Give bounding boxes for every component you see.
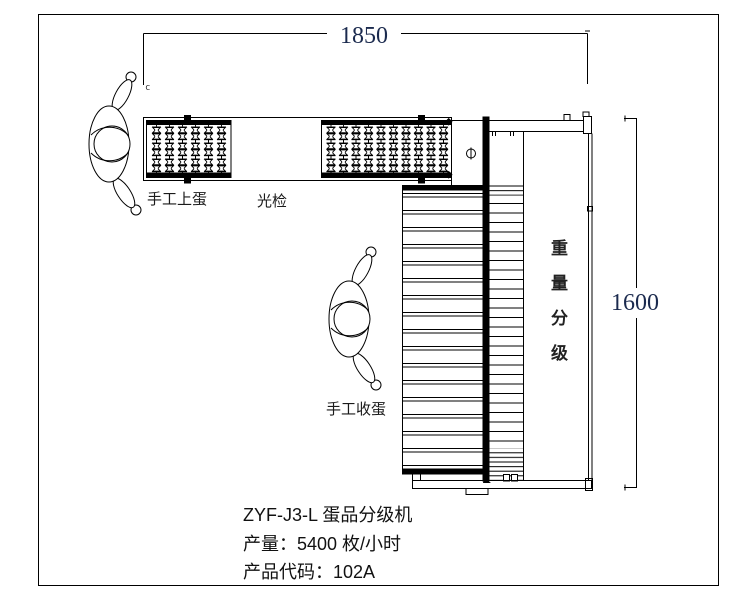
grader-bottom-rail [412, 473, 593, 495]
weight-grading-machine [402, 111, 593, 495]
model-line: ZYF-J3-L 蛋品分级机 [243, 505, 413, 525]
frame-border [38, 14, 719, 586]
label-manual-egg-collection: 手工收蛋 [326, 401, 387, 418]
title-block: ZYF-J3-L 蛋品分级机 产量：5400 枚/小时 产品代码：102A [243, 501, 412, 587]
code-line: 产品代码：102A [243, 562, 376, 582]
dimension-width-lines [143, 30, 590, 85]
grader-right-frame [588, 133, 593, 481]
grader-left-frame [482, 116, 490, 482]
egg-conveyor [143, 115, 484, 186]
dimension-width-label: 1850 [327, 24, 401, 48]
loading-roller-section [146, 115, 232, 184]
corner-mark: c [145, 83, 151, 93]
dimension-height-lines [624, 115, 637, 491]
weighing-belt [489, 131, 524, 482]
label-weight-grading: 重量分级 [548, 239, 567, 379]
capacity-line: 产量：5400 枚/小时 [243, 533, 402, 554]
dimension-height-label: 1600 [607, 291, 663, 315]
collection-table [402, 185, 484, 475]
label-candling: 光检 [257, 193, 288, 210]
label-manual-egg-loading: 手工上蛋 [147, 191, 208, 208]
